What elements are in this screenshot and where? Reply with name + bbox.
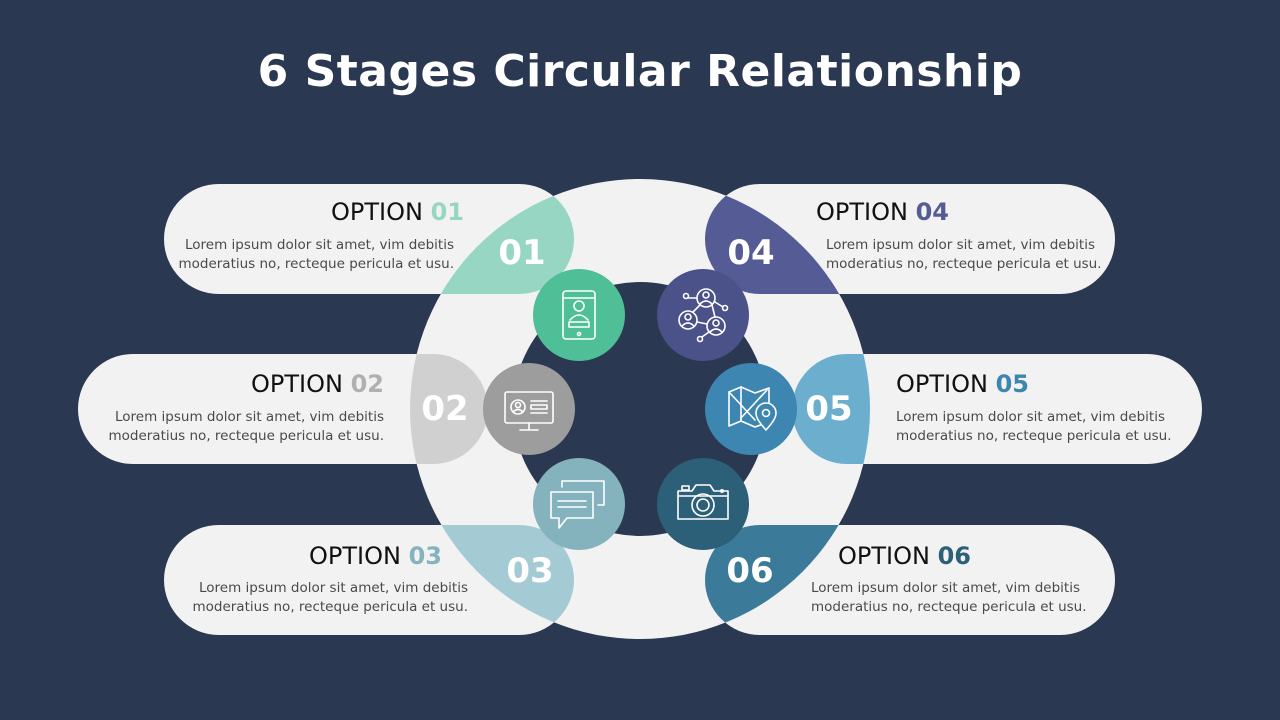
- camera-icon: [677, 484, 729, 520]
- option-03-desc-line2: moderatius no, recteque pericula et usu.: [192, 599, 468, 615]
- map-pin-icon: [728, 386, 777, 431]
- badge-01: 01: [498, 233, 545, 273]
- option-06-title: OPTION 06: [838, 542, 971, 570]
- page-title: 6 Stages Circular Relationship: [257, 46, 1023, 97]
- badge-06: 06: [726, 551, 773, 591]
- option-05-panel: [792, 354, 1202, 464]
- chat-bubbles-icon: [550, 480, 605, 529]
- option-05-desc-line2: moderatius no, recteque pericula et usu.: [896, 428, 1172, 444]
- option-06-label: OPTION: [838, 542, 930, 570]
- badge-02: 02: [421, 389, 468, 429]
- option-05-description: Lorem ipsum dolor sit amet, vim debitis …: [896, 408, 1172, 446]
- option-06-description: Lorem ipsum dolor sit amet, vim debitis …: [811, 579, 1087, 617]
- badge-04: 04: [727, 233, 774, 273]
- option-03-title: OPTION 03: [309, 542, 442, 570]
- option-02-desc-line1: Lorem ipsum dolor sit amet, vim debitis: [114, 409, 384, 425]
- option-03-desc-line1: Lorem ipsum dolor sit amet, vim debitis: [198, 580, 468, 596]
- option-04-label: OPTION: [816, 198, 908, 226]
- option-06-desc-line1: Lorem ipsum dolor sit amet, vim debitis: [811, 580, 1081, 596]
- option-02-description: Lorem ipsum dolor sit amet, vim debitis …: [108, 408, 384, 446]
- network-people-icon: [678, 288, 729, 343]
- badge-03: 03: [506, 551, 553, 591]
- option-01-desc-line2: moderatius no, recteque pericula et usu.: [178, 256, 454, 272]
- option-03-label: OPTION: [309, 542, 401, 570]
- option-04-title: OPTION 04: [816, 198, 949, 226]
- option-01-description: Lorem ipsum dolor sit amet, vim debitis …: [178, 236, 454, 274]
- option-04-number: 04: [915, 198, 949, 226]
- option-05-title: OPTION 05: [896, 370, 1029, 398]
- option-04-description: Lorem ipsum dolor sit amet, vim debitis …: [826, 236, 1102, 274]
- option-02-desc-line2: moderatius no, recteque pericula et usu.: [108, 428, 384, 444]
- option-05-number: 05: [995, 370, 1029, 398]
- option-06-number: 06: [937, 542, 971, 570]
- option-05-label: OPTION: [896, 370, 988, 398]
- option-06-desc-line2: moderatius no, recteque pericula et usu.: [811, 599, 1087, 615]
- icon-circle-03: [533, 458, 625, 550]
- tablet-profile-icon: [562, 290, 596, 340]
- option-02-label: OPTION: [251, 370, 343, 398]
- option-01-desc-line1: Lorem ipsum dolor sit amet, vim debitis: [184, 237, 454, 253]
- option-01-label: OPTION: [331, 198, 423, 226]
- option-02-number: 02: [350, 370, 384, 398]
- monitor-profile-icon: [504, 391, 554, 431]
- option-01-number: 01: [430, 198, 464, 226]
- badge-05: 05: [805, 389, 852, 429]
- icon-circle-05: [705, 363, 797, 455]
- option-02-panel: [78, 354, 488, 464]
- option-04-desc-line1: Lorem ipsum dolor sit amet, vim debitis: [826, 237, 1096, 253]
- option-04-desc-line2: moderatius no, recteque pericula et usu.: [826, 256, 1102, 272]
- icon-circle-02: [483, 363, 575, 455]
- option-01-title: OPTION 01: [331, 198, 464, 226]
- option-02-title: OPTION 02: [251, 370, 384, 398]
- option-03-description: Lorem ipsum dolor sit amet, vim debitis …: [192, 579, 468, 617]
- icon-circle-06: [657, 458, 749, 550]
- option-05-desc-line1: Lorem ipsum dolor sit amet, vim debitis: [896, 409, 1166, 425]
- option-03-number: 03: [408, 542, 442, 570]
- icon-circle-04: [657, 269, 749, 361]
